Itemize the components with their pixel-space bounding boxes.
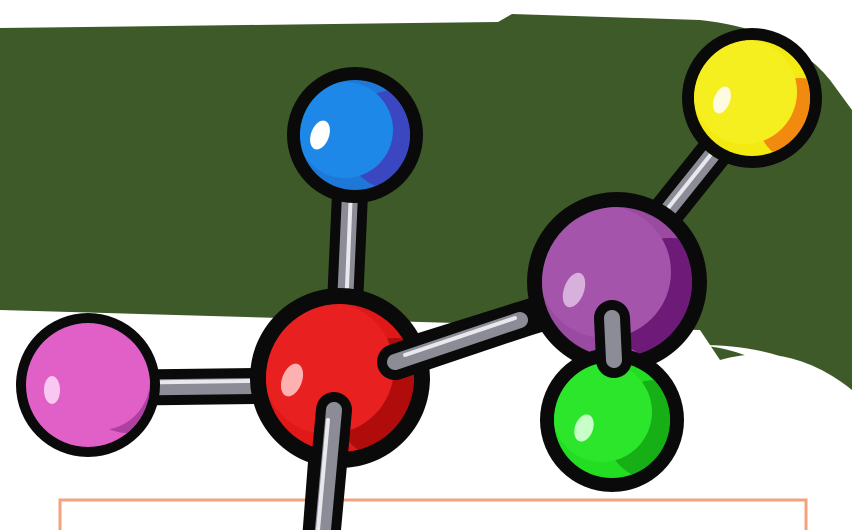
front-bond (304, 300, 632, 530)
red-atom (250, 288, 430, 468)
white-curved-shape (700, 345, 852, 505)
text-box-border (58, 498, 808, 530)
yellow-atom (682, 28, 822, 168)
pink-atom (16, 313, 160, 457)
green-atom (540, 348, 684, 492)
blue-atom (287, 67, 423, 203)
magenta-atom (527, 192, 707, 372)
